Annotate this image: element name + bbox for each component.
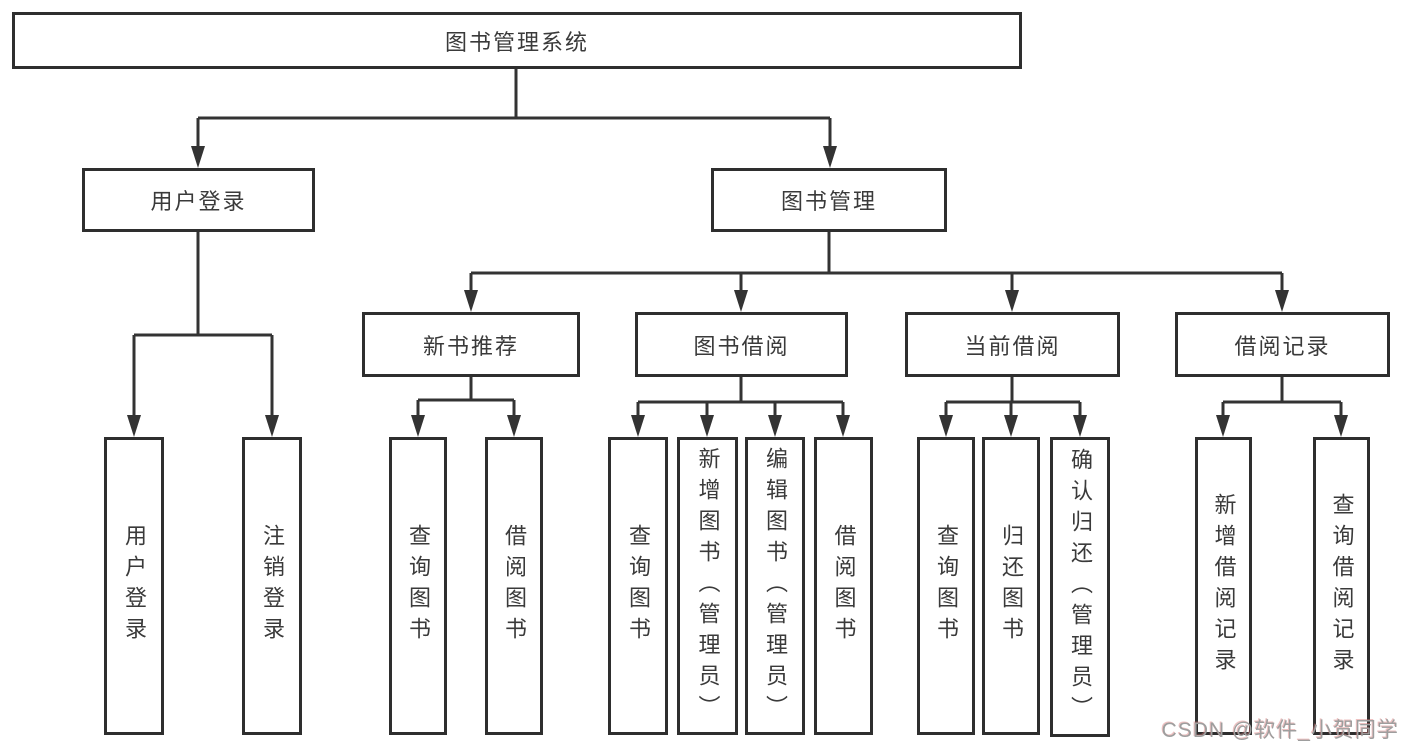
leaf-return-books: 归还图书	[982, 437, 1040, 735]
node-root: 图书管理系统	[12, 12, 1022, 69]
leaf-borrow-books-1: 借阅图书	[485, 437, 543, 735]
leaf-borrow-books-2: 借阅图书	[814, 437, 873, 735]
leaf-confirm-return-admin: 确认归还（管理员）	[1050, 437, 1110, 737]
leaf-add-borrow-record: 新增借阅记录	[1195, 437, 1252, 735]
node-user-login: 用户登录	[82, 168, 315, 232]
node-new-book-recommendation: 新书推荐	[362, 312, 580, 377]
node-book-management: 图书管理	[711, 168, 947, 232]
leaf-add-books-admin: 新增图书（管理员）	[677, 437, 738, 735]
node-borrowing-records: 借阅记录	[1175, 312, 1390, 377]
node-book-borrowing: 图书借阅	[635, 312, 848, 377]
leaf-query-books-2: 查询图书	[608, 437, 668, 735]
csdn-watermark: CSDN @软件_小贺同学	[1161, 719, 1399, 742]
node-current-borrowing: 当前借阅	[905, 312, 1120, 377]
leaf-query-books-3: 查询图书	[917, 437, 975, 735]
leaf-edit-books-admin: 编辑图书（管理员）	[745, 437, 805, 735]
leaf-query-books-1: 查询图书	[389, 437, 447, 735]
leaf-logout: 注销登录	[242, 437, 302, 735]
leaf-user-login: 用户登录	[104, 437, 164, 735]
leaf-query-borrow-record: 查询借阅记录	[1313, 437, 1370, 735]
